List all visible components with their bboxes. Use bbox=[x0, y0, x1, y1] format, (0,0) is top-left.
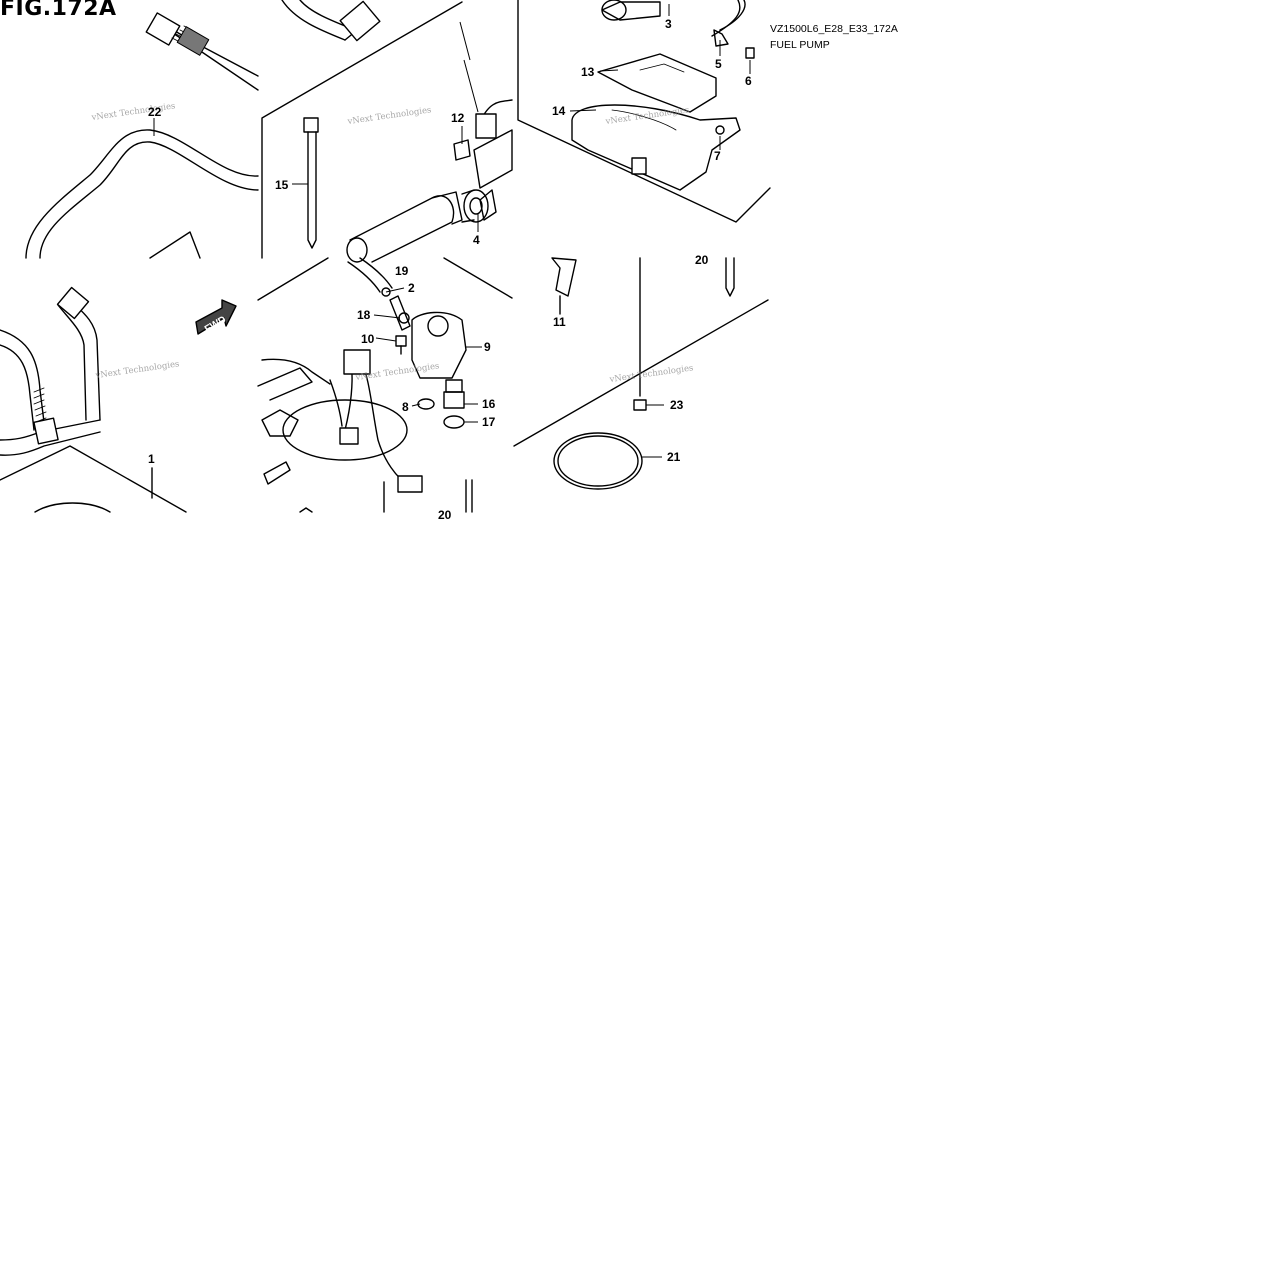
model-code: VZ1500L6_E28_E33_172A bbox=[770, 23, 898, 35]
center-panel-art bbox=[257, 0, 513, 513]
right-panel-art bbox=[513, 0, 771, 490]
callout-14: 14 bbox=[552, 104, 566, 118]
callout-4: 4 bbox=[473, 233, 480, 247]
watermarks: vNext Technologies vNext Technologies vN… bbox=[90, 101, 694, 385]
callout-13: 13 bbox=[581, 65, 595, 79]
callout-labels: 1 2 3 4 5 6 7 8 9 10 11 12 13 14 15 16 1… bbox=[148, 17, 752, 522]
callout-17: 17 bbox=[482, 415, 496, 429]
callout-1: 1 bbox=[148, 452, 155, 466]
callout-9: 9 bbox=[484, 340, 491, 354]
callout-2: 2 bbox=[408, 281, 415, 295]
watermark: vNext Technologies bbox=[90, 101, 176, 123]
callout-5: 5 bbox=[715, 57, 722, 71]
watermark: vNext Technologies bbox=[346, 105, 432, 127]
figure-title: FIG.172A bbox=[0, 0, 117, 21]
watermark: vNext Technologies bbox=[604, 105, 690, 127]
callout-19: 19 bbox=[395, 264, 409, 278]
callout-7: 7 bbox=[714, 149, 721, 163]
callout-20-center: 20 bbox=[438, 508, 452, 522]
callout-leaders bbox=[153, 4, 751, 458]
callout-12: 12 bbox=[451, 111, 465, 125]
callout-21: 21 bbox=[667, 450, 681, 464]
fwd-arrow bbox=[195, 299, 237, 335]
callout-11: 11 bbox=[553, 315, 566, 329]
left-panel-art bbox=[0, 12, 259, 513]
callout-10: 10 bbox=[361, 332, 375, 346]
callout-23: 23 bbox=[670, 398, 684, 412]
section-title: FUEL PUMP bbox=[770, 39, 830, 51]
callout-6: 6 bbox=[745, 74, 752, 88]
callout-15: 15 bbox=[275, 178, 289, 192]
callout-22: 22 bbox=[148, 105, 162, 119]
watermark: vNext Technologies bbox=[94, 359, 180, 381]
callout-18: 18 bbox=[357, 308, 371, 322]
callout-8: 8 bbox=[402, 400, 409, 414]
callout-16: 16 bbox=[482, 397, 496, 411]
callout-20-right: 20 bbox=[695, 253, 709, 267]
callout-3: 3 bbox=[665, 17, 672, 31]
